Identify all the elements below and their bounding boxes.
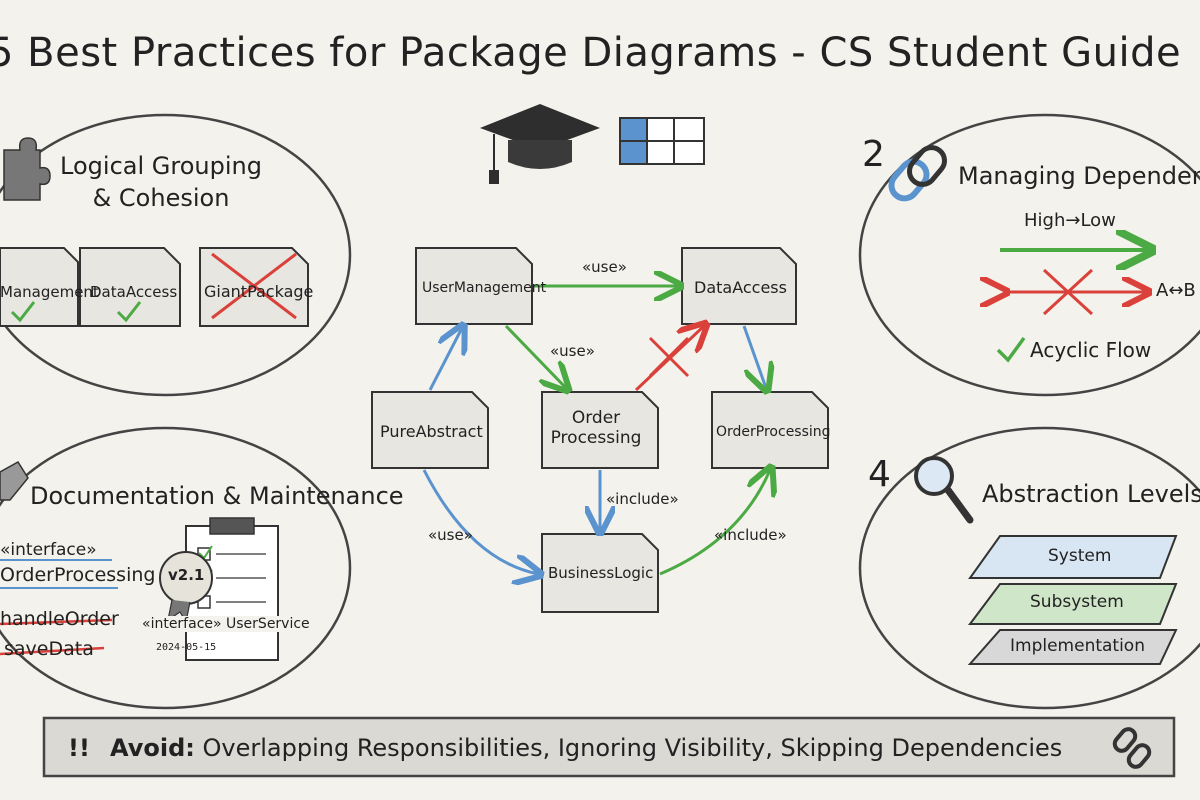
pkg-order-processing-right-label: OrderProcessing: [716, 424, 831, 440]
pkg-pure-abstract-label: PureAbstract: [380, 422, 483, 441]
layer-implementation-label: Implementation: [1010, 636, 1145, 656]
section-1-packages: [0, 247, 309, 327]
chain-link-icon: [1112, 727, 1152, 769]
warning-icon: !!: [68, 734, 90, 762]
edge-label-use-mid: «use»: [550, 342, 595, 360]
pkg-user-management-label: UserManagement: [422, 280, 547, 296]
pkg-order-processing-box: [541, 391, 659, 469]
section-2-title: Managing Dependencies: [958, 162, 1200, 190]
pkg-business-logic-box: [541, 533, 659, 613]
section-3-title: Documentation & Maintenance: [30, 482, 404, 510]
banner-items: Overlapping Responsibilities, Ignoring V…: [202, 734, 1063, 762]
pkg-business-logic-label: BusinessLogic: [548, 564, 654, 582]
central-packages: [371, 247, 829, 613]
interface-label: «interface» UserService: [142, 616, 310, 632]
layer-system-label: System: [1048, 546, 1112, 566]
layer-subsystem: [968, 583, 1178, 625]
section-1-ellipse: [0, 113, 352, 397]
edge-label-use-bottom: «use»: [428, 526, 473, 544]
strike-line: [0, 646, 105, 656]
edge-pure-to-user: [428, 328, 462, 391]
banner-box: [42, 716, 1176, 778]
doc-line-interface: «interface»: [0, 540, 97, 560]
check-icon: [996, 336, 1026, 363]
banner-label: Avoid:: [110, 734, 195, 762]
layer-system: [968, 535, 1178, 579]
edge-data-to-order-right: [742, 325, 766, 388]
avoid-banner: !! Avoid: Overlapping Responsibilities, …: [44, 718, 1174, 776]
package-giant-label: GiantPackage: [204, 282, 314, 301]
section-4-title: Abstraction Levels: [982, 480, 1200, 508]
edge-label-use-top: «use»: [582, 258, 627, 276]
section-2-number: 2: [862, 134, 885, 175]
section-3-ellipse: [0, 426, 352, 710]
pkg-order-processing-label: Order Processing: [550, 408, 642, 448]
edge-label-include-right: «include»: [714, 526, 787, 544]
check-icon: [10, 301, 36, 323]
package-dataaccess-box: [79, 247, 181, 327]
high-low-label: High→Low: [1024, 210, 1116, 231]
section-2-ellipse: [858, 113, 1200, 397]
section-4-ellipse: [858, 426, 1200, 710]
version-badge-icon: [159, 551, 213, 624]
magnifier-icon: [914, 456, 974, 524]
cyclic-label: A↔B: [1156, 280, 1196, 301]
section-4-number: 4: [868, 454, 891, 495]
banner-text: Avoid: Overlapping Responsibilities, Ign…: [110, 734, 1062, 762]
edge-label-include-mid: «include»: [606, 490, 679, 508]
package-dataaccess-label: DataAccess: [90, 283, 178, 301]
pkg-pure-abstract-box: [371, 391, 489, 469]
table-icon: [619, 117, 705, 165]
doc-line-method-2: saveData: [4, 638, 94, 660]
pkg-data-access-box: [681, 247, 797, 325]
layer-implementation: [967, 629, 1178, 665]
version-badge-label: v2.1: [168, 566, 205, 584]
doc-line-class: OrderProcessing: [0, 564, 156, 586]
strike-line: [0, 618, 113, 626]
puzzle-icon: [3, 137, 51, 201]
check-icon: [116, 301, 142, 323]
edge-business-to-order-right: [659, 470, 770, 576]
tag-icon: [0, 460, 29, 501]
doc-date: 2024-05-15: [156, 642, 217, 653]
chain-link-icon: [888, 145, 947, 202]
pkg-order-processing-right-box: [711, 391, 829, 469]
pkg-data-access-label: DataAccess: [694, 278, 787, 297]
pkg-user-management-box: [415, 247, 533, 325]
package-management-label: Management: [0, 283, 99, 301]
edge-pure-to-business: [422, 469, 538, 574]
section-1-title: Logical Grouping & Cohesion: [60, 152, 262, 213]
doc-line-method-1: handleOrder: [0, 608, 119, 630]
page-title: 5 Best Practices for Package Diagrams - …: [0, 30, 1182, 76]
acyclic-label: Acyclic Flow: [1030, 338, 1152, 362]
graduation-cap-icon: [480, 104, 600, 184]
layer-subsystem-label: Subsystem: [1030, 592, 1124, 612]
package-management-box: [0, 247, 79, 327]
edge-user-to-order: [504, 324, 566, 388]
